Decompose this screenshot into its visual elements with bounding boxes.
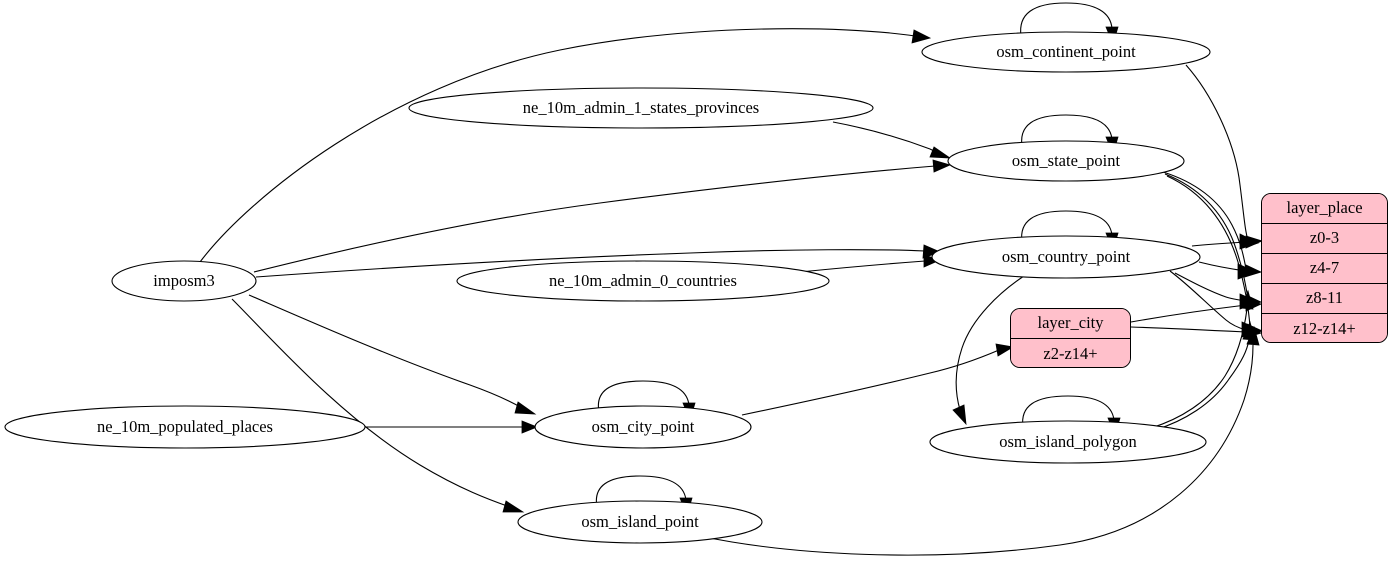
record-row-layer-place-header: layer_place <box>1262 194 1387 224</box>
node-imposm3[interactable]: imposm3 <box>111 260 257 302</box>
record-row-layer-place-z0-3[interactable]: z0-3 <box>1262 224 1387 254</box>
record-row-layer-place-z8-11[interactable]: z8-11 <box>1262 284 1387 314</box>
edge-osm_island_polygon-to-layer_place-z12-z14 <box>1154 320 1256 431</box>
edge-osm_country_point-to-layer_place-z0-3 <box>1191 235 1264 249</box>
node-label-osm-country-point: osm_country_point <box>1002 247 1131 266</box>
edge-osm_island_point-to-layer_place-z12-z14 <box>699 325 1260 556</box>
node-ne-10m-admin-1-states-provinces[interactable]: ne_10m_admin_1_states_provinces <box>408 87 874 129</box>
edge-osm_city_point-to-layer_city <box>741 343 1015 416</box>
record-row-layer-city-header: layer_city <box>1011 309 1130 339</box>
edge-osm_country_point-to-layer_place-z4-7 <box>1198 261 1263 278</box>
node-osm-state-point[interactable]: osm_state_point <box>947 140 1185 182</box>
record-row-layer-city-z2-z14[interactable]: z2-z14+ <box>1011 339 1130 367</box>
node-osm-country-point[interactable]: osm_country_point <box>931 235 1201 279</box>
edge-ne_countries-to-osm_country_point <box>799 254 942 273</box>
node-label-ne-populated: ne_10m_populated_places <box>97 417 273 436</box>
edge-ne_populated-to-osm_city_point <box>366 420 539 434</box>
record-row-layer-place-z12-z14[interactable]: z12-z14+ <box>1262 314 1387 342</box>
edge-imposm3-to-osm_city_point <box>248 294 537 415</box>
node-label-ne-states: ne_10m_admin_1_states_provinces <box>523 98 759 117</box>
edge-ne_states-to-osm_state_point <box>832 121 952 159</box>
node-label-osm-island-point: osm_island_point <box>581 512 699 531</box>
edge-imposm3-to-osm_country_point <box>255 244 942 278</box>
node-label-osm-continent-point: osm_continent_point <box>996 42 1136 61</box>
node-layer: imposm3 ne_10m_admin_1_states_provinces … <box>4 31 1211 544</box>
record-node-layer-place[interactable]: layer_place z0-3 z4-7 z8-11 z12-z14+ <box>1261 193 1388 343</box>
node-osm-city-point[interactable]: osm_city_point <box>534 405 752 449</box>
edge-imposm3-to-osm_continent_point <box>199 28 932 263</box>
node-label-osm-island-polygon: osm_island_polygon <box>999 432 1137 451</box>
node-osm-continent-point[interactable]: osm_continent_point <box>921 31 1211 73</box>
edge-osm_island_polygon-to-layer_place-z8-11 <box>1150 289 1254 429</box>
node-ne-10m-admin-0-countries[interactable]: ne_10m_admin_0_countries <box>456 260 830 302</box>
edge-imposm3-to-osm_island_point <box>231 298 525 513</box>
node-label-ne-countries: ne_10m_admin_0_countries <box>549 271 737 290</box>
node-label-imposm3: imposm3 <box>153 271 214 290</box>
node-osm-island-point[interactable]: osm_island_point <box>517 500 763 544</box>
node-label-osm-state-point: osm_state_point <box>1012 151 1121 170</box>
node-label-osm-city-point: osm_city_point <box>592 417 695 436</box>
node-osm-island-polygon[interactable]: osm_island_polygon <box>929 420 1207 464</box>
edge-osm_country_point-to-osm_island_polygon <box>952 275 1025 426</box>
node-ne-10m-populated-places[interactable]: ne_10m_populated_places <box>4 405 366 449</box>
edge-imposm3-to-osm_state_point <box>253 159 952 273</box>
record-node-layer-city[interactable]: layer_city z2-z14+ <box>1010 308 1131 368</box>
edge-osm_continent_point-to-layer_place-z0-3 <box>1185 64 1260 250</box>
record-row-layer-place-z4-7[interactable]: z4-7 <box>1262 254 1387 284</box>
